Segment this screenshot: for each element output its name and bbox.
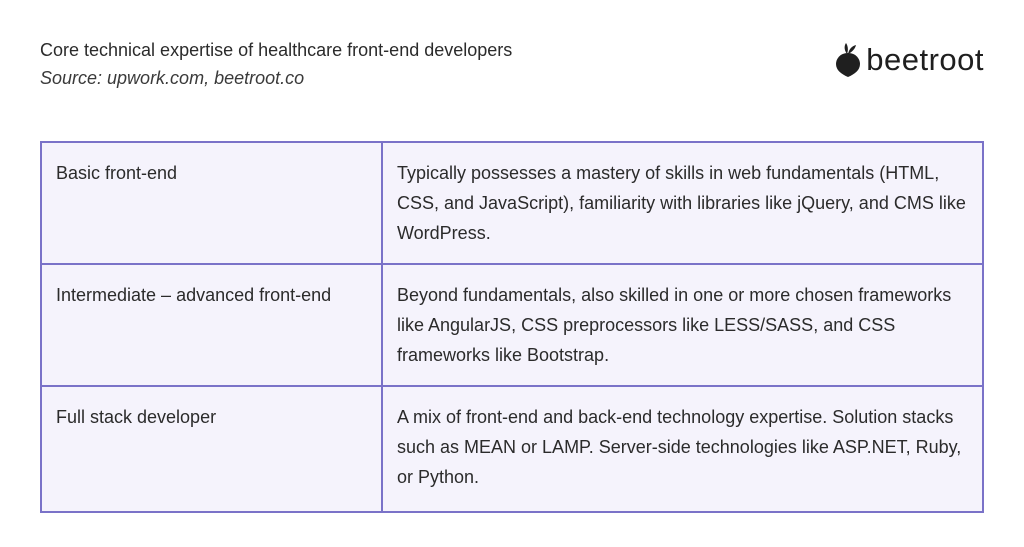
header: Core technical expertise of healthcare f… [40, 38, 512, 90]
beetroot-icon [836, 43, 861, 77]
table-row: Intermediate – advanced front-end Beyond… [40, 263, 984, 387]
level-cell: Intermediate – advanced front-end [40, 263, 383, 387]
source-caption: Source: upwork.com, beetroot.co [40, 68, 305, 88]
page-title: Core technical expertise of healthcare f… [40, 40, 513, 60]
level-cell: Full stack developer [40, 385, 383, 513]
level-cell: Basic front-end [40, 141, 383, 265]
table-row: Basic front-end Typically possesses a ma… [40, 141, 984, 265]
table-row: Full stack developer A mix of front-end … [40, 385, 984, 513]
expertise-table: Basic front-end Typically possesses a ma… [40, 141, 984, 513]
beetroot-logo: beetroot [834, 42, 984, 78]
description-cell: Beyond fundamentals, also skilled in one… [381, 263, 984, 387]
logo-text: beetroot [866, 42, 984, 77]
description-cell: Typically possesses a mastery of skills … [381, 141, 984, 265]
description-cell: A mix of front-end and back-end technolo… [381, 385, 984, 513]
